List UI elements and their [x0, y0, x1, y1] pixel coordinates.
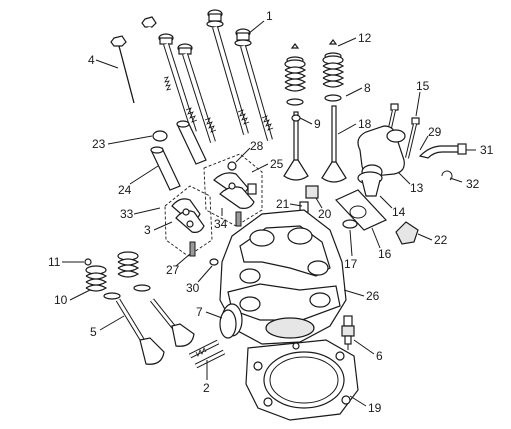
rocker-arm-left — [164, 185, 213, 257]
oring-7 — [219, 309, 237, 339]
callout-6: 6 — [376, 349, 383, 363]
callout-24: 24 — [118, 183, 132, 197]
callout-3: 3 — [144, 223, 151, 237]
callout-8: 8 — [364, 81, 371, 95]
head-bolt-c — [158, 33, 198, 133]
callout-15: 15 — [416, 79, 430, 93]
callout-2: 2 — [203, 381, 210, 395]
studs-2 — [188, 339, 226, 369]
callout-26: 26 — [366, 289, 380, 303]
callout-14: 14 — [392, 205, 406, 219]
valve-assembly-left — [84, 251, 195, 365]
callout-17: 17 — [344, 257, 358, 271]
callout-31: 31 — [480, 143, 494, 157]
callout-5: 5 — [90, 325, 97, 339]
leader-lines — [62, 20, 476, 407]
valve-assembly-right — [283, 39, 347, 183]
callout-23: 23 — [92, 137, 106, 151]
callout-10: 10 — [54, 293, 68, 307]
callout-30: 30 — [186, 281, 200, 295]
callout-28: 28 — [250, 139, 264, 153]
callout-labels: 1 2 3 4 5 6 7 8 9 10 11 12 13 14 15 16 1… — [48, 9, 494, 415]
cam-tube-24 — [150, 120, 207, 191]
callout-22: 22 — [434, 233, 448, 247]
callout-11: 11 — [48, 255, 61, 269]
callout-27: 27 — [166, 263, 180, 277]
callout-20: 20 — [318, 207, 332, 221]
callout-4: 4 — [88, 53, 95, 67]
callout-16: 16 — [378, 247, 392, 261]
head-bolt-b — [141, 16, 172, 101]
callout-19: 19 — [368, 401, 382, 415]
callout-18: 18 — [358, 117, 372, 131]
head-bolt-1 — [234, 28, 274, 141]
cylinder-head-26 — [219, 209, 347, 345]
callout-25: 25 — [270, 157, 284, 171]
thermostat-group — [299, 103, 467, 245]
callout-29: 29 — [428, 125, 442, 139]
callout-9: 9 — [314, 117, 321, 131]
pin-30 — [209, 258, 219, 266]
callout-33: 33 — [120, 207, 134, 221]
rocker-arm-right — [203, 153, 263, 227]
head-bolts — [110, 9, 274, 143]
head-gasket-19 — [245, 339, 359, 421]
callout-1: 1 — [266, 9, 273, 23]
spark-plug-6 — [341, 315, 355, 350]
head-bolt-4 — [110, 35, 135, 104]
head-bolt-d — [177, 43, 217, 143]
callout-12: 12 — [358, 31, 372, 45]
callout-21: 21 — [276, 197, 290, 211]
callout-13: 13 — [410, 181, 424, 195]
callout-7: 7 — [196, 305, 203, 319]
callout-34: 34 — [214, 217, 228, 231]
callout-32: 32 — [466, 177, 480, 191]
head-bolt-e — [206, 9, 250, 135]
